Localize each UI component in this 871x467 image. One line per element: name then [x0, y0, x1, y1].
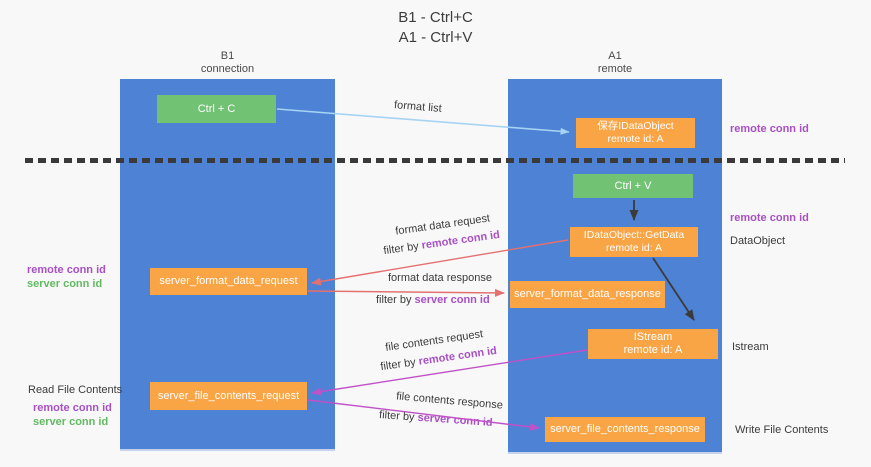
format-list-label: format list: [393, 99, 443, 115]
server-format-data-response-label: server_format_data_response: [514, 288, 661, 300]
diagram-title-line2: A1 - Ctrl+V: [398, 29, 473, 46]
remote-conn-id-label-left: remote conn id: [27, 264, 106, 276]
save-dataobject-line2: remote id: A: [607, 133, 664, 145]
remote-conn-id-label-mid-right: remote conn id: [730, 212, 809, 224]
remote-conn-id-label-top-right: remote conn id: [730, 123, 809, 135]
diagram-title: B1 - Ctrl+C A1 - Ctrl+V: [0, 8, 871, 48]
filter-by-text: filter by: [379, 355, 420, 374]
dataobject-label: DataObject: [730, 235, 786, 247]
server-file-contents-request-label: server_file_contents_request: [157, 389, 300, 402]
server-file-contents-response-box: server_file_contents_response: [545, 417, 705, 442]
server-conn-id-label-bottom-left: server conn id: [33, 416, 109, 428]
lane-left-header: B1 connection: [120, 50, 335, 76]
ctrl-c-box: Ctrl + C: [157, 95, 276, 123]
format-data-response-arrow: [307, 288, 505, 297]
ctrl-v-box: Ctrl + V: [573, 174, 693, 198]
server-format-data-request-box: server_format_data_request: [150, 268, 307, 295]
lane-left-role: connection: [200, 63, 255, 75]
server-conn-id-text: server conn id: [417, 411, 493, 429]
diagram-title-line1: B1 - Ctrl+C: [398, 9, 473, 26]
lane-left-name: B1: [220, 50, 235, 62]
filter-by-text: filter by: [376, 294, 415, 306]
file-contents-response-filter-label: filter by server conn id: [379, 409, 493, 429]
file-contents-response-label: file contents response: [395, 390, 504, 412]
read-file-contents-label: Read File Contents: [28, 384, 123, 396]
remote-conn-id-text: remote conn id: [417, 344, 498, 368]
server-file-contents-response-label: server_file_contents_response: [550, 423, 700, 435]
format-data-response-label: format data response: [388, 272, 492, 284]
filter-by-text: filter by: [378, 409, 418, 424]
istream-side-label: Istream: [732, 341, 769, 353]
lane-right-role: remote: [597, 63, 633, 75]
server-file-contents-request-box: server_file_contents_request: [150, 382, 307, 410]
remote-conn-id-label-bottom-left: remote conn id: [33, 402, 112, 414]
getdata-line1: IDataObject::GetData: [583, 229, 685, 241]
ctrl-c-label: Ctrl + C: [197, 102, 236, 115]
filter-by-text: filter by: [382, 239, 423, 258]
save-dataobject-box: 保存IDataObject remote id: A: [576, 118, 695, 148]
ctrl-v-label: Ctrl + V: [614, 179, 652, 192]
server-conn-id-label-left: server conn id: [27, 278, 103, 290]
istream-line2: remote id: A: [623, 344, 683, 356]
server-conn-id-text: server conn id: [414, 294, 490, 306]
server-format-data-response-box: server_format_data_response: [510, 281, 665, 308]
save-dataobject-line1: 保存IDataObject: [597, 120, 674, 132]
write-file-contents-label: Write File Contents: [735, 424, 829, 436]
lane-right-name: A1: [608, 50, 622, 62]
lane-right-header: A1 remote: [508, 50, 722, 76]
getdata-line2: remote id: A: [605, 242, 663, 254]
format-data-response-filter-label: filter by server conn id: [376, 294, 490, 306]
istream-box: IStream remote id: A: [588, 329, 718, 359]
getdata-box: IDataObject::GetData remote id: A: [570, 227, 698, 257]
server-format-data-request-label: server_format_data_request: [159, 275, 298, 287]
session-divider: [25, 158, 845, 163]
istream-line1: IStream: [633, 331, 673, 343]
